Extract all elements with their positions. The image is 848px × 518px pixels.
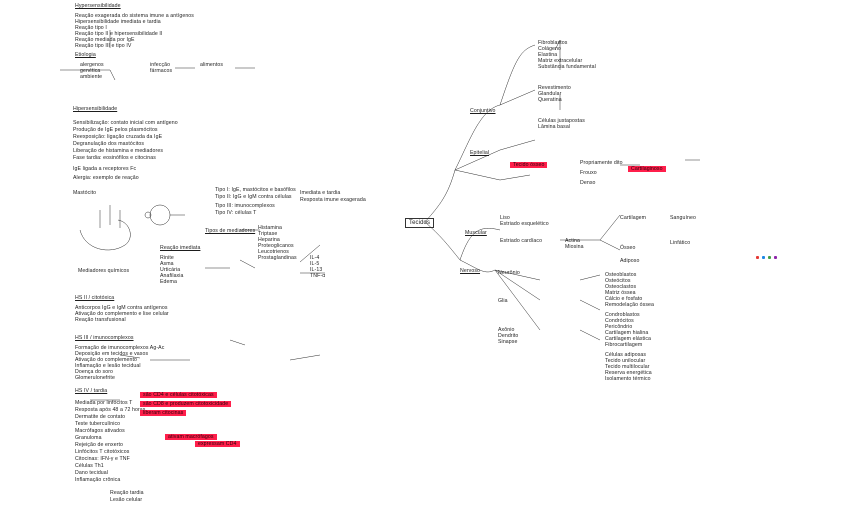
heading-line: Reação tipo III e tipo IV xyxy=(75,43,131,49)
sub-node: Adiposo xyxy=(620,258,639,264)
branch-label: Conjuntivo xyxy=(470,108,496,114)
mediators-label: Tipos de mediadores xyxy=(205,228,255,234)
bottom-list-item: Isolamento térmico xyxy=(605,376,651,382)
mechanism-line: Fase tardia: eosinófilos e citocinas xyxy=(73,155,156,161)
hs-iii-line: Glomerulonefrite xyxy=(75,375,115,381)
hs-iv-line: Lesão celular xyxy=(110,497,142,503)
section-label-hs-iii: HS III / imunocomplexos xyxy=(75,335,134,341)
branch-item: Lâmina basal xyxy=(538,124,570,130)
highlight-note: ativam macrófagos xyxy=(165,434,217,440)
section-label-hs-ii: HS II / citotóxica xyxy=(75,295,114,301)
mechanism-line: Degranulação dos mastócitos xyxy=(73,141,144,147)
section-label-etiologia: Etiologia xyxy=(75,52,96,58)
sub-node: Sanguíneo xyxy=(670,215,696,221)
branch-item: Sinapse xyxy=(498,339,517,345)
center-note: Tipo III: imunocomplexos xyxy=(215,203,275,209)
highlight-note: expressam CD4 xyxy=(195,441,240,447)
branch-item: Neurônio xyxy=(498,270,520,276)
hs-iv-line: Inflamação crônica xyxy=(75,477,120,483)
etiology-item: ambiente xyxy=(80,74,102,80)
mechanism-line: Reexposição: ligação cruzada da IgE xyxy=(73,134,162,140)
mechanism-line: IgE ligada a receptores Fc xyxy=(73,166,136,172)
sub-node: Propriamente dito xyxy=(580,160,623,166)
sub-node: Ósseo xyxy=(620,245,636,251)
hs-iv-line: Reação tardia xyxy=(110,490,144,496)
cytokine-item: TNF-α xyxy=(310,273,325,279)
sub-node: Frouxo xyxy=(580,170,597,176)
section-label-hs-iv: HS IV / tardia xyxy=(75,388,107,394)
center-note: Resposta imune exagerada xyxy=(300,197,366,203)
hs-iv-line: Dermatite de contato xyxy=(75,414,125,420)
branch-label: Epitelial xyxy=(470,150,489,156)
hs-iv-line: Rejeição de enxerto xyxy=(75,442,123,448)
branch-item: Estriado cardíaco xyxy=(500,238,542,244)
sub-node: Linfático xyxy=(670,240,690,246)
hs-iv-line: Dano tecidual xyxy=(75,470,108,476)
color-dot-green xyxy=(768,256,771,259)
hs-iv-line: Resposta após 48 a 72 horas xyxy=(75,407,145,413)
bottom-list-item: Fibrocartilagem xyxy=(605,342,642,348)
mechanism-line: Alergia: exemplo de reação xyxy=(73,175,139,181)
hs-iv-line: Células Th1 xyxy=(75,463,104,469)
bottom-list-item: Remodelação óssea xyxy=(605,302,654,308)
mechanism-line: Produção de IgE pelos plasmócitos xyxy=(73,127,158,133)
branch-item: Miosina xyxy=(565,244,584,250)
highlight-label: Cartilaginoso xyxy=(628,166,666,172)
sub-node: Cartilagem xyxy=(620,215,646,221)
branch-label: Muscular xyxy=(465,230,487,236)
diagram-label: Mastócito xyxy=(73,190,96,196)
mediator-item: Prostaglandinas xyxy=(258,255,297,261)
highlight-label: Tecido ósseo xyxy=(510,162,547,168)
center-note: Imediata e tardia xyxy=(300,190,340,196)
highlight-note: são CD8 e produzem citotoxicidade xyxy=(140,401,231,407)
branch-label: Nervoso xyxy=(460,268,480,274)
branch-item: Glia xyxy=(498,298,508,304)
center-note: Tipo IV: células T xyxy=(215,210,256,216)
hs-iv-line: Citocinas: IFN-γ e TNF xyxy=(75,456,130,462)
branch-item: Estriado esquelético xyxy=(500,221,549,227)
etiology-item: fármacos xyxy=(150,68,172,74)
section-label-hypersensibilidade: Hipersensibilidade xyxy=(73,106,117,112)
color-dot-purple xyxy=(774,256,777,259)
hs-iv-line: Linfócitos T citotóxicos xyxy=(75,449,129,455)
hs-iv-line: Macrófagos ativados xyxy=(75,428,125,434)
color-dot-red xyxy=(756,256,759,259)
mechanism-line: Sensibilização: contato inicial com antí… xyxy=(73,120,178,126)
center-note: Tipo I: IgE, mastócitos e basófilos xyxy=(215,187,296,193)
etiology-item: alimentos xyxy=(200,62,223,68)
highlight-note: liberam citocinas xyxy=(140,410,186,416)
central-node: Tecidos xyxy=(405,218,434,228)
mechanism-line: Liberação de histamina e mediadores xyxy=(73,148,163,154)
hs-iv-line: Granuloma xyxy=(75,435,102,441)
hs-iv-line: Teste tuberculínico xyxy=(75,421,120,427)
hs-iv-line: Mediada por linfócitos T xyxy=(75,400,132,406)
reaction-item: Edema xyxy=(160,279,177,285)
highlight-note: são CD4 e células citotóxicas xyxy=(140,392,217,398)
sub-node: Denso xyxy=(580,180,596,186)
reactions-label: Reação imediata xyxy=(160,245,200,251)
color-dot-blue xyxy=(762,256,765,259)
diagram-caption: Mediadores químicos xyxy=(78,268,129,274)
page-title: Hypersensibilidade xyxy=(75,3,121,9)
hs-ii-line: Reação transfusional xyxy=(75,317,126,323)
branch-item: Queratina xyxy=(538,97,562,103)
branch-item: Substância fundamental xyxy=(538,64,596,70)
center-note: Tipo II: IgG e IgM contra células xyxy=(215,194,292,200)
